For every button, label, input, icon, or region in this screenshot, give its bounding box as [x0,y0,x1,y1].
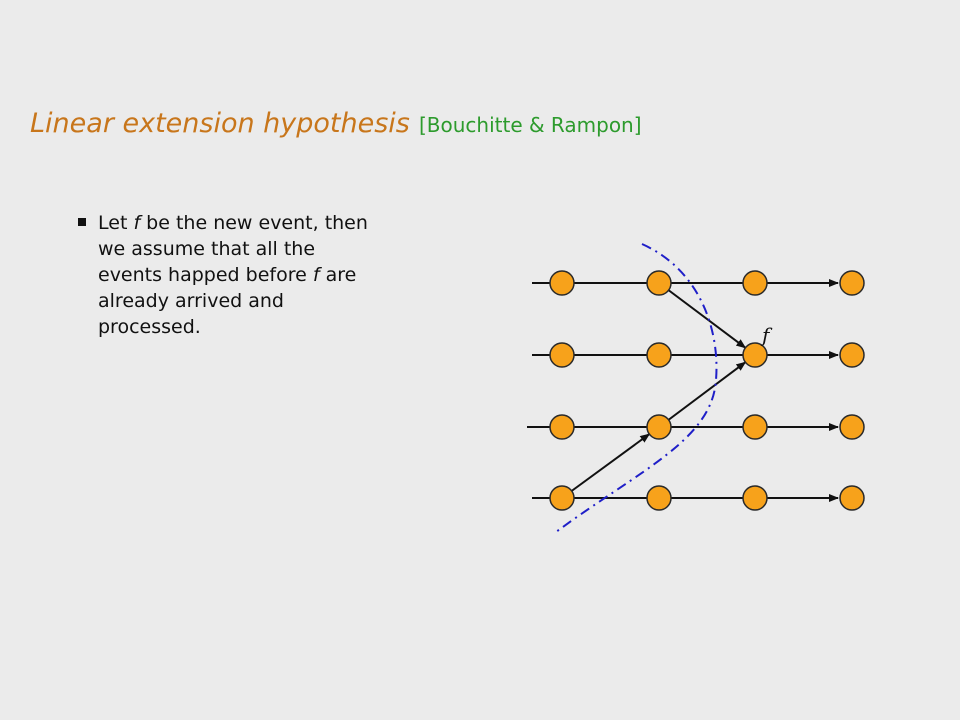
event-node-p4-e4 [839,485,865,511]
square-bullet-icon [78,218,86,226]
event-node-p1-e1 [549,270,575,296]
consistent-cut-line [555,243,718,533]
event-node-p4-e1 [549,485,575,511]
text-span: events happed before [98,264,313,286]
event-node-p3-e2 [646,414,672,440]
event-node-p3-e4 [839,414,865,440]
bullet-line: processed. [98,314,368,340]
italic-text: f [312,264,320,286]
title-citation: [Bouchitte & Rampon] [418,113,642,137]
italic-text: f [133,212,141,234]
event-node-p4-e2 [646,485,672,511]
event-node-p3-e3 [742,414,768,440]
bullet-line: already arrived and [98,288,368,314]
event-node-p1-e4 [839,270,865,296]
bullet-line: events happed before f are [98,262,368,288]
text-span: be the new event, then [140,212,368,234]
title-main: Linear extension hypothesis [30,108,410,139]
text-span: Let [98,212,134,234]
event-node-p2-e1 [549,342,575,368]
event-node-p2-e2 [646,342,672,368]
event-node-p1-e3 [742,270,768,296]
message-arrow-3 [658,361,747,428]
event-node-p2-e4 [839,342,865,368]
event-node-p3-e1 [549,414,575,440]
message-arrow-2 [561,433,651,499]
event-f-label: f [760,323,773,347]
slide-title: Linear extension hypothesis [Bouchitte &… [30,108,642,139]
text-span: processed. [98,316,201,338]
bullet-line: Let f be the new event, then [98,210,368,236]
event-node-p1-e2 [646,270,672,296]
text-span: we assume that all the [98,238,316,260]
bullet-line: we assume that all the [98,236,368,262]
message-arrow-1 [658,282,747,349]
text-span: are [319,264,357,286]
text-span: already arrived and [98,290,284,312]
event-node-f [742,342,768,368]
event-node-p4-e3 [742,485,768,511]
